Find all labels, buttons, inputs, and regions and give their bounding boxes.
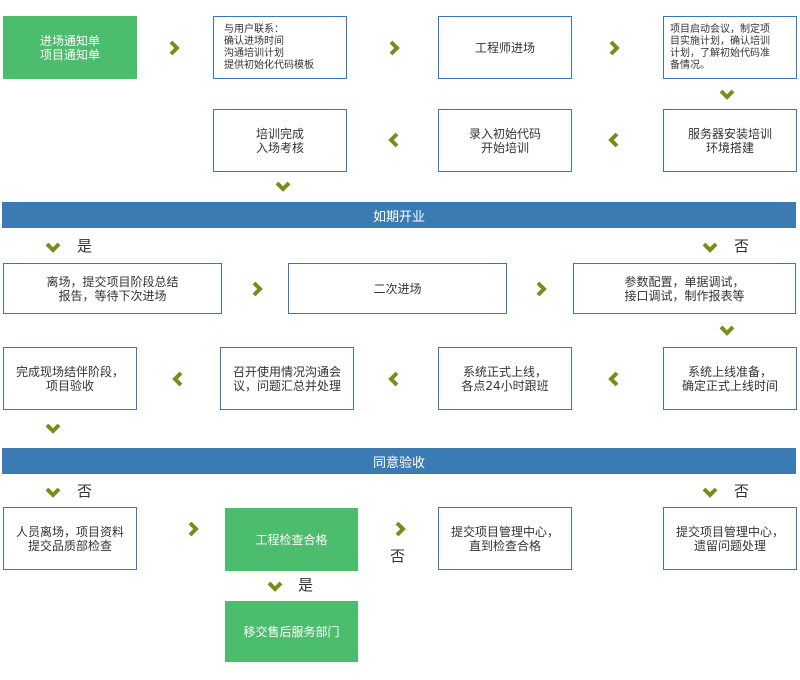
node-submit-pmc-issues: 提交项目管理中心， 遗留问题处理 [663,507,797,570]
chevron-right-icon [604,38,624,58]
chevron-down-icon [700,482,720,502]
chevron-down-icon [43,418,63,438]
branch-label-no: 否 [77,482,93,500]
chevron-right-icon [531,279,551,299]
chevron-down-icon [43,237,63,257]
branch-label-yes: 是 [77,237,93,255]
node-notice: 进场通知单 项目通知单 [3,16,137,79]
chevron-down-icon [717,84,737,104]
band-opening: 如期开业 [2,202,796,228]
node-go-live-prep: 系统上线准备， 确定正式上线时间 [663,347,797,410]
node-engineer-entry: 工程师进场 [438,16,572,79]
chevron-right-icon [247,279,267,299]
node-contact: 与用户联系： 确认进场时间 沟通培训计划 提供初始化代码模板 [213,16,347,79]
node-after-sales: 移交售后服务部门 [225,601,358,662]
chevron-down-icon [265,576,285,596]
chevron-right-icon [390,519,410,539]
node-onsite-done: 完成现场结伴阶段， 项目验收 [3,347,137,410]
branch-label-yes: 是 [298,576,314,594]
branch-label-no: 否 [734,237,750,255]
band-acceptance: 同意验收 [2,448,796,474]
chevron-left-icon [384,130,404,150]
chevron-right-icon [164,38,184,58]
chevron-left-icon [604,130,624,150]
branch-label-no: 否 [734,482,750,500]
node-server-setup: 服务器安装培训 环境搭建 [663,109,797,172]
node-enter-code: 录入初始代码 开始培训 [438,109,572,172]
chevron-down-icon [273,176,293,196]
node-usage-meeting: 召开使用情况沟通会 议，问题汇总并处理 [220,347,354,410]
chevron-right-icon [183,519,203,539]
chevron-left-icon [604,369,624,389]
node-submit-pmc-check: 提交项目管理中心， 直到检查合格 [438,507,572,570]
chevron-right-icon [384,38,404,58]
node-inspection-pass: 工程检查合格 [225,508,358,571]
chevron-down-icon [43,482,63,502]
node-leave-summary: 离场，提交项目阶段总结 报告，等待下次进场 [3,263,222,314]
node-staff-leave: 人员离场，项目资料 提交品质部检查 [3,507,137,570]
chevron-left-icon [384,369,404,389]
chevron-left-icon [168,369,188,389]
node-second-entry: 二次进场 [288,263,507,314]
node-training-done: 培训完成 入场考核 [213,109,347,172]
chevron-down-icon [717,320,737,340]
branch-label-no: 否 [390,547,406,565]
chevron-down-icon [700,237,720,257]
node-param-config: 参数配置，单据调试， 接口调试，制作报表等 [573,263,796,314]
node-kickoff: 项目启动会议，制定项 目实施计划，确认培训 计划，了解初始代码准 备情况。 [663,16,797,79]
node-go-live: 系统正式上线， 各点24小时跟班 [438,347,572,410]
